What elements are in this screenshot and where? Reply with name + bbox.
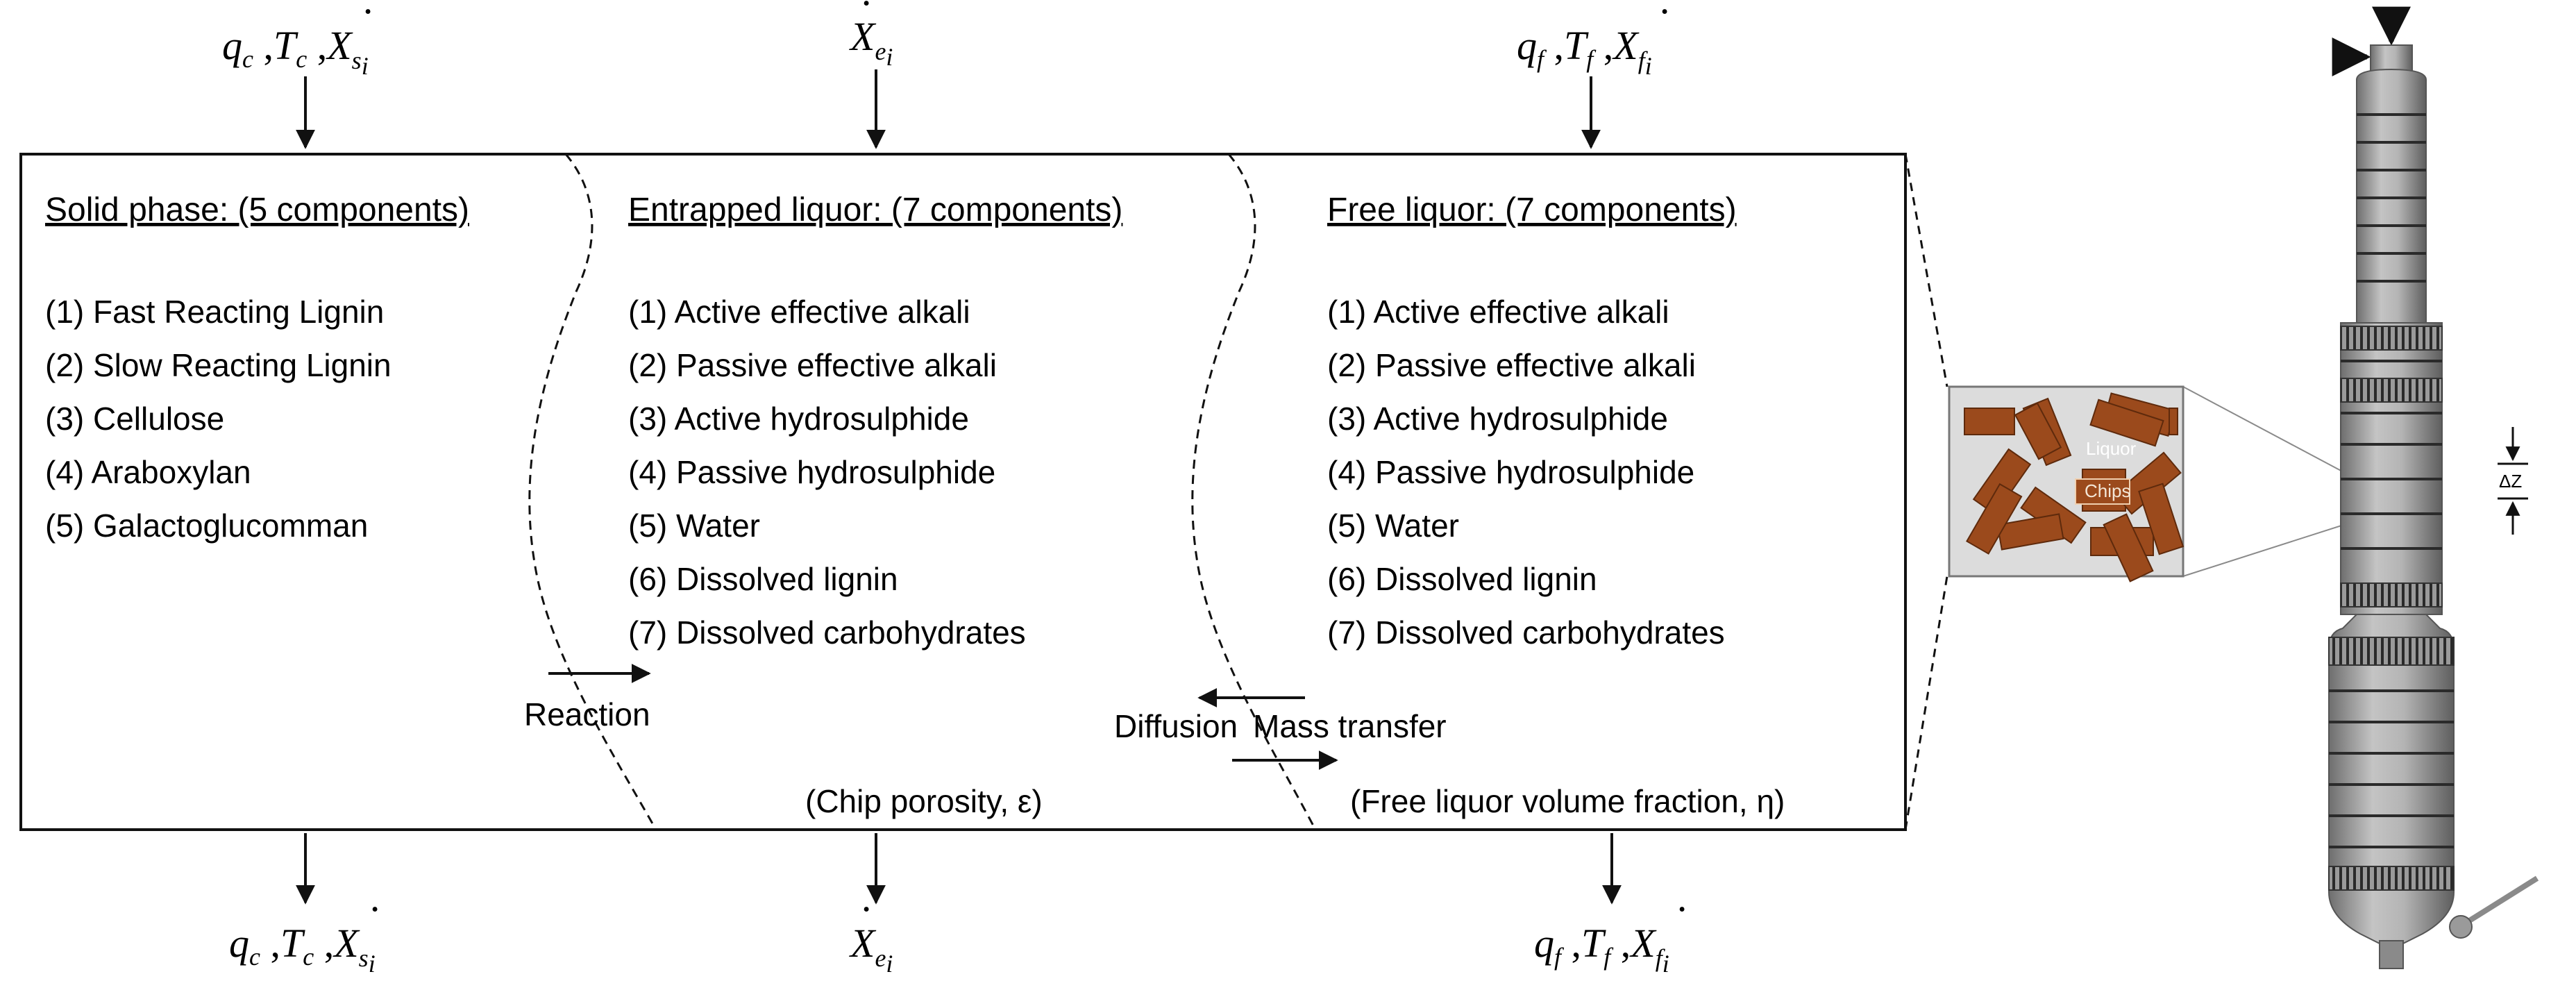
wood-chip xyxy=(2089,399,2164,447)
bottom-mid-outflow: Xei · xyxy=(849,833,893,978)
inflow-entrapped-label: Xei xyxy=(849,14,893,71)
solid-item: (5) Galactoglucomman xyxy=(45,508,368,544)
free-liquor-fraction-label: (Free liquor volume fraction, η) xyxy=(1350,783,1785,819)
free-item: (5) Water xyxy=(1327,508,1459,544)
wood-chip xyxy=(1996,513,2064,551)
zoom-leader-bottom-right xyxy=(2182,520,2357,577)
dot-accent: · xyxy=(369,887,380,932)
entrapped-item: (5) Water xyxy=(628,508,760,544)
bottom-left-outflow: qc ,Tc ,Xsi · xyxy=(229,833,380,978)
digester-mid-body xyxy=(2340,322,2443,615)
free-item: (6) Dissolved lignin xyxy=(1327,561,1597,597)
wood-chip xyxy=(1966,483,2023,555)
mass-transfer-label: Mass transfer xyxy=(1253,708,1447,744)
digester-screen-band xyxy=(2340,378,2443,403)
entrapped-item: (4) Passive hydrosulphide xyxy=(628,454,995,490)
solid-item: (4) Araboxylan xyxy=(45,454,251,490)
digester-outlet-valve xyxy=(2449,915,2473,939)
process-box xyxy=(19,153,1907,831)
entrapped-item: (1) Active effective alkali xyxy=(628,294,970,330)
digester-screen-band xyxy=(2328,637,2455,666)
wood-chip xyxy=(1964,408,2015,435)
wood-chips xyxy=(1964,392,2184,582)
digester-bottom-outlet xyxy=(2379,940,2404,969)
chips-zoom-box: Chips Liquor xyxy=(1948,385,2184,582)
entrapped-item: (3) Active hydrosulphide xyxy=(628,401,969,437)
liquor-label: Liquor xyxy=(2086,438,2137,459)
chips-label-box xyxy=(2075,478,2130,505)
chips-label: Chips xyxy=(2085,480,2130,501)
dot-accent: · xyxy=(1659,0,1669,34)
diffusion-label: Diffusion xyxy=(1114,708,1238,744)
wood-chip xyxy=(2014,402,2062,460)
free-item: (1) Active effective alkali xyxy=(1327,294,1669,330)
outflow-entrapped-label: Xei xyxy=(849,921,893,978)
delta-z-indicator: ΔZ xyxy=(2498,427,2528,535)
solid-item: (3) Cellulose xyxy=(45,401,224,437)
top-right-inflow: qf ,Tf ,Xfi · xyxy=(1517,0,1669,149)
entrapped-item: (2) Passive effective alkali xyxy=(628,347,997,383)
chip-porosity-label: (Chip porosity, ε) xyxy=(805,783,1043,819)
free-item: (4) Passive hydrosulphide xyxy=(1327,454,1694,490)
outflow-free-label: qf ,Tf ,Xfi xyxy=(1534,921,1669,978)
digester-screen-band xyxy=(2340,582,2443,607)
delta-z-label: ΔZ xyxy=(2499,471,2522,492)
digester-vessel xyxy=(2328,6,2539,969)
solid-phase-heading: Solid phase: (5 components) xyxy=(45,192,469,228)
solid-item: (2) Slow Reacting Lignin xyxy=(45,347,392,383)
bottom-right-outflow: qf ,Tf ,Xfi · xyxy=(1534,833,1687,978)
entrapped-item: (6) Dissolved lignin xyxy=(628,561,898,597)
wood-chip xyxy=(2138,483,2184,555)
dot-accent: · xyxy=(861,887,871,932)
solid-entrapped-boundary xyxy=(528,153,657,830)
dot-accent: · xyxy=(362,0,373,34)
entrapped-item: (7) Dissolved carbohydrates xyxy=(628,614,1026,651)
free-item: (2) Passive effective alkali xyxy=(1327,347,1696,383)
free-liquor-heading: Free liquor: (7 components) xyxy=(1327,192,1737,228)
wood-chip xyxy=(1972,448,2032,516)
inflow-free-label: qf ,Tf ,Xfi xyxy=(1517,23,1652,80)
free-item: (3) Active hydrosulphide xyxy=(1327,401,1668,437)
inflow-solid-label: qc ,Tc ,Xsi xyxy=(222,23,369,80)
digester-rings xyxy=(2329,113,2454,848)
reaction-label: Reaction xyxy=(524,696,650,732)
top-mid-inflow: Xei · xyxy=(849,0,893,149)
free-item: (7) Dissolved carbohydrates xyxy=(1327,614,1725,651)
dot-accent: · xyxy=(1676,887,1687,932)
zoom-leader-bottom-left xyxy=(1904,576,1948,830)
solid-item: (1) Fast Reacting Lignin xyxy=(45,294,384,330)
entrapped-liquor-heading: Entrapped liquor: (7 components) xyxy=(628,192,1122,228)
zoom-leader-top-left xyxy=(1904,153,1948,387)
digester-screen-band xyxy=(2328,866,2455,891)
wood-chip xyxy=(2169,408,2178,435)
outflow-solid-label: qc ,Tc ,Xsi xyxy=(229,921,376,978)
zoom-leader-top-right xyxy=(2182,386,2357,480)
dot-accent: · xyxy=(861,0,871,26)
wood-chip xyxy=(2103,513,2154,582)
top-left-inflow: qc ,Tc ,Xsi · xyxy=(222,0,373,149)
digester-screen-band xyxy=(2340,326,2443,351)
entrapped-free-boundary xyxy=(1191,153,1317,830)
